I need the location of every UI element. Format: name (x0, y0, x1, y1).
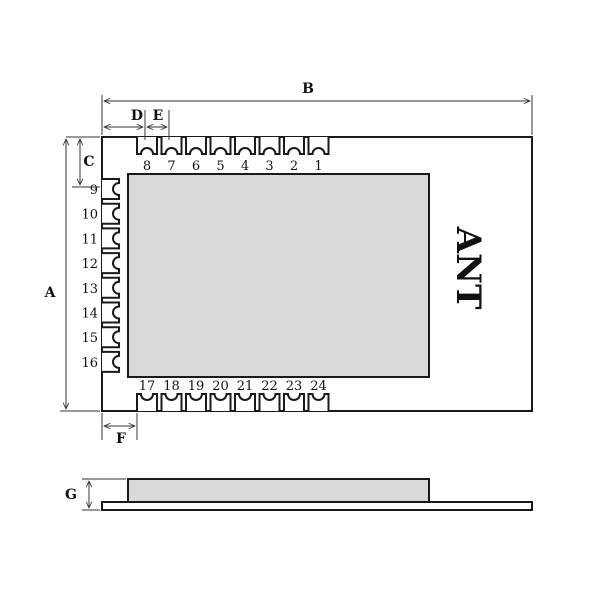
dimension-f-label: F (116, 431, 126, 447)
pin-label-16: 16 (81, 356, 98, 371)
dimension-d-label: D (131, 108, 143, 124)
pin-label-9: 9 (90, 183, 98, 198)
pin-label-14: 14 (81, 307, 98, 322)
top-pin-labels: 8 7 6 5 4 3 2 1 (143, 159, 323, 174)
pin-pad-5 (209, 137, 232, 155)
shield-can (127, 173, 430, 378)
pin-label-13: 13 (81, 282, 98, 297)
dimension-g-label: G (65, 487, 77, 503)
dimension-c-label: C (83, 154, 94, 170)
pin-label-2: 2 (290, 159, 298, 174)
pin-pad-8 (136, 137, 158, 155)
top-pin-pads (136, 137, 330, 155)
pin-label-6: 6 (192, 159, 200, 174)
pin-pad-16 (102, 350, 120, 373)
dimension-f: F (101, 413, 138, 447)
dimension-a-label: A (44, 285, 57, 301)
pin-label-11: 11 (81, 232, 98, 247)
pin-pad-7 (160, 137, 183, 155)
dimension-b: B (101, 81, 533, 135)
pin-pad-1 (307, 137, 330, 155)
pin-pad-14 (102, 301, 120, 324)
pin-pad-9 (102, 178, 120, 200)
pin-label-22: 22 (261, 379, 278, 394)
pin-pad-13 (102, 276, 120, 299)
pin-label-3: 3 (265, 159, 273, 174)
pin-pad-22 (258, 393, 281, 411)
pin-pad-19 (185, 393, 207, 411)
pin-pad-11 (102, 227, 120, 250)
pin-pad-23 (283, 393, 305, 411)
pin-pad-21 (234, 393, 256, 411)
bottom-pin-pads (136, 393, 330, 411)
left-pin-labels: 9 10 11 12 13 14 15 16 (81, 183, 98, 371)
pin-label-21: 21 (237, 379, 254, 394)
pin-pad-10 (102, 202, 120, 225)
pin-label-19: 19 (188, 379, 205, 394)
pin-label-10: 10 (81, 208, 98, 223)
pin-pad-6 (185, 137, 207, 155)
dimension-c: C (66, 136, 100, 188)
pin-pad-20 (209, 393, 232, 411)
pin-label-24: 24 (310, 379, 327, 394)
side-view (101, 478, 533, 511)
pin-label-4: 4 (241, 159, 249, 174)
pin-label-5: 5 (216, 159, 224, 174)
left-pin-pads (102, 178, 120, 373)
antenna-label: ANT (448, 226, 488, 310)
pin-pad-15 (102, 326, 120, 349)
pin-pad-3 (258, 137, 281, 155)
pin-label-20: 20 (212, 379, 229, 394)
pin-pad-24 (307, 393, 330, 411)
side-view-shield (127, 478, 430, 503)
pin-pad-2 (283, 137, 305, 155)
pin-label-12: 12 (81, 257, 98, 272)
pin-label-7: 7 (167, 159, 175, 174)
dimension-b-label: B (302, 81, 314, 97)
dimension-e: E (147, 108, 170, 140)
pin-label-8: 8 (143, 159, 151, 174)
dimension-a: A (44, 139, 100, 412)
pin-pad-18 (160, 393, 183, 411)
dimension-e-label: E (153, 108, 164, 124)
pin-pad-4 (234, 137, 256, 155)
pin-label-15: 15 (81, 331, 98, 346)
pin-label-23: 23 (286, 379, 303, 394)
pin-label-17: 17 (139, 379, 156, 394)
pin-label-1: 1 (314, 159, 322, 174)
pin-pad-17 (136, 393, 158, 411)
bottom-pin-labels: 17 18 19 20 21 22 23 24 (139, 379, 327, 394)
side-view-board (101, 501, 533, 511)
pin-label-18: 18 (163, 379, 180, 394)
dimension-g: G (65, 478, 126, 511)
dimension-d: D (104, 108, 146, 140)
pin-pad-12 (102, 252, 120, 275)
